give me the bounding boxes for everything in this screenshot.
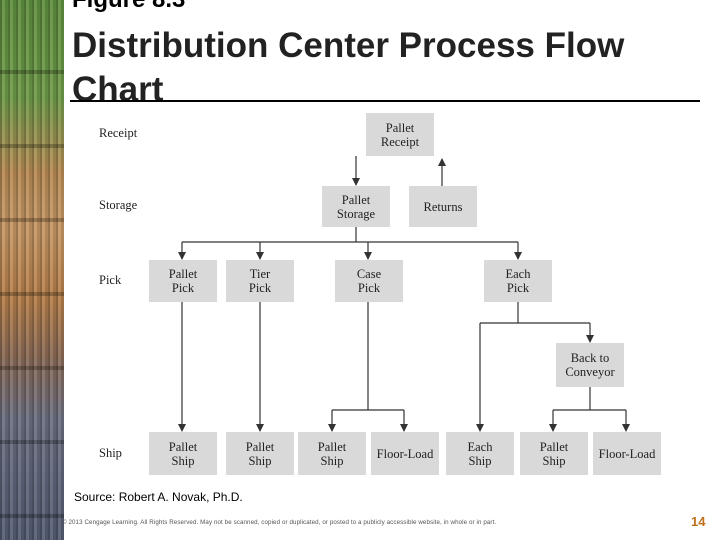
box-pallet-storage: Pallet Storage [322,186,390,227]
box-pallet-ship-2: Pallet Ship [226,432,294,475]
row-label-ship: Ship [99,446,122,460]
box-floor-load-1: Floor-Load [371,432,439,475]
figure-label: Figure 8.3 [72,0,185,14]
box-pallet-pick: Pallet Pick [149,260,217,302]
box-floor-load-2: Floor-Load [593,432,661,475]
title-rule [70,100,700,102]
box-pallet-receipt: Pallet Receipt [366,113,434,156]
box-returns: Returns [409,186,477,227]
sidebar-stripes [0,0,64,540]
box-back-to-conveyor: Back to Conveyor [556,343,624,387]
row-label-receipt: Receipt [99,126,138,140]
box-pallet-ship-3: Pallet Ship [298,432,366,475]
row-label-pick: Pick [99,273,122,287]
decorative-sidebar-image [0,0,64,540]
row-label-storage: Storage [99,198,138,212]
box-pallet-ship-1: Pallet Ship [149,432,217,475]
box-tier-pick: Tier Pick [226,260,294,302]
copyright-notice: © 2013 Cengage Learning. All Rights Rese… [62,519,497,526]
sidebar-bands [0,0,64,540]
page-number: 14 [691,514,706,529]
box-pallet-ship-4: Pallet Ship [520,432,588,475]
page-title: Distribution Center Process Flow Chart [72,26,625,109]
source-credit: Source: Robert A. Novak, Ph.D. [74,490,243,504]
box-each-ship: Each Ship [446,432,514,475]
box-case-pick: Case Pick [335,260,403,302]
box-each-pick: Each Pick [484,260,552,302]
